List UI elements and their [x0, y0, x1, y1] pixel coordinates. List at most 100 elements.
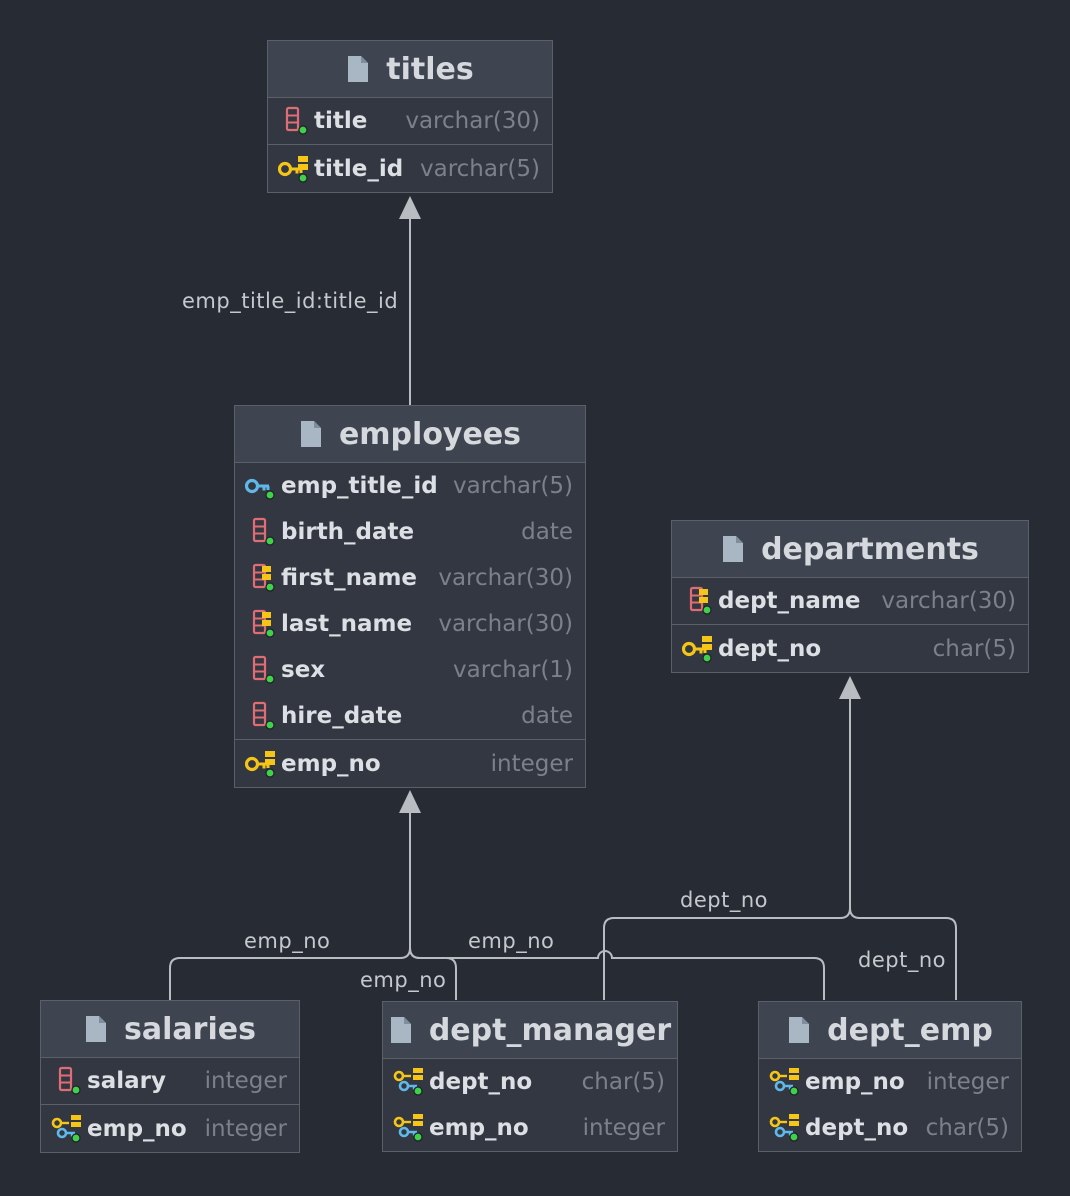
- edge-salaries-employees: [169, 812, 411, 1000]
- table-header[interactable]: departments: [672, 521, 1028, 578]
- column-name: title_id: [314, 155, 404, 182]
- column-icon: [245, 653, 279, 687]
- table-header[interactable]: dept_manager: [383, 1002, 677, 1059]
- column-type: varchar(30): [438, 565, 573, 591]
- column-name: sex: [281, 657, 326, 683]
- primary-foreign-key-icon: [393, 1065, 427, 1099]
- column-name: salary: [87, 1068, 166, 1094]
- primary-foreign-key-icon: [769, 1065, 803, 1099]
- arrowhead-departments: [839, 676, 861, 699]
- column-type: date: [521, 703, 573, 729]
- table-titles[interactable]: titles title varchar(30) title_id varchar(…: [267, 40, 553, 193]
- column-name: last_name: [281, 611, 413, 637]
- edge-label-dept-emp-employees: emp_no: [468, 929, 555, 953]
- arrowhead-titles: [399, 196, 421, 219]
- edge-dept-emp-employees: [409, 947, 825, 1000]
- column-row[interactable]: birth_date date: [235, 509, 585, 555]
- edge-dept-emp-departments: [849, 907, 957, 1000]
- column-type: integer: [582, 1115, 665, 1141]
- arrowhead-employees: [399, 790, 421, 813]
- column-name: dept_no: [805, 1115, 909, 1141]
- column-row[interactable]: salary integer: [41, 1058, 299, 1104]
- column-type: date: [521, 519, 573, 545]
- column-icon: [278, 104, 312, 138]
- table-header[interactable]: employees: [235, 406, 585, 463]
- column-row[interactable]: last_name varchar(30): [235, 601, 585, 647]
- column-row[interactable]: sex varchar(1): [235, 647, 585, 693]
- column-type: integer: [204, 1068, 287, 1094]
- table-header[interactable]: dept_emp: [759, 1002, 1021, 1059]
- column-type: varchar(30): [881, 588, 1016, 614]
- indexed-column-icon: [682, 584, 716, 618]
- table-departments[interactable]: departments dept_name varchar(30) dept_no…: [671, 520, 1029, 673]
- column-type: varchar(5): [419, 155, 540, 182]
- column-row[interactable]: first_name varchar(30): [235, 555, 585, 601]
- primary-foreign-key-icon: [769, 1111, 803, 1145]
- table-file-icon: [346, 55, 370, 83]
- edge-label-salaries-employees: emp_no: [244, 929, 331, 953]
- column-type: integer: [204, 1115, 287, 1142]
- column-row[interactable]: dept_name varchar(30): [672, 578, 1028, 624]
- primary-key-indexed-icon: [278, 152, 312, 186]
- column-row[interactable]: title_id varchar(5): [268, 144, 552, 192]
- table-title: departments: [761, 531, 979, 567]
- table-file-icon: [721, 535, 745, 563]
- table-file-icon: [84, 1015, 108, 1043]
- column-name: emp_no: [281, 750, 381, 777]
- table-title: dept_manager: [428, 1012, 672, 1048]
- indexed-column-icon: [245, 607, 279, 641]
- table-file-icon: [787, 1016, 811, 1044]
- column-row[interactable]: dept_no char(5): [672, 624, 1028, 672]
- primary-foreign-key-icon: [393, 1111, 427, 1145]
- edge-label-dept-manager-employees: emp_no: [360, 968, 447, 992]
- column-type: varchar(1): [452, 657, 573, 683]
- table-file-icon: [389, 1016, 413, 1044]
- table-header[interactable]: salaries: [41, 1001, 299, 1058]
- column-row[interactable]: title varchar(30): [268, 98, 552, 144]
- table-header[interactable]: titles: [268, 41, 552, 98]
- column-row[interactable]: emp_no integer: [235, 739, 585, 787]
- column-type: varchar(5): [452, 473, 573, 499]
- column-icon: [245, 699, 279, 733]
- edge-label-dept-manager-departments: dept_no: [680, 888, 768, 912]
- primary-foreign-key-icon: [51, 1112, 85, 1146]
- edge-label-dept-emp-departments: dept_no: [858, 948, 946, 972]
- edge-dept-manager-departments: [603, 698, 851, 1000]
- table-file-icon: [299, 420, 323, 448]
- primary-key-indexed-icon: [245, 747, 279, 781]
- column-name: emp_title_id: [281, 473, 438, 499]
- foreign-key-icon: [245, 469, 279, 503]
- primary-key-indexed-icon: [682, 632, 716, 666]
- table-title: employees: [338, 416, 522, 452]
- column-type: varchar(30): [438, 611, 573, 637]
- column-icon: [245, 515, 279, 549]
- column-name: first_name: [281, 565, 418, 591]
- column-row[interactable]: hire_date date: [235, 693, 585, 739]
- table-title: salaries: [124, 1011, 256, 1047]
- indexed-column-icon: [245, 561, 279, 595]
- column-type: varchar(30): [405, 108, 540, 134]
- column-icon: [51, 1064, 85, 1098]
- table-title: titles: [386, 51, 474, 87]
- column-type: integer: [490, 750, 573, 777]
- column-name: dept_no: [718, 635, 822, 662]
- edge-label-employees-titles: emp_title_id:title_id: [182, 289, 399, 313]
- table-employees[interactable]: employees emp_title_id varchar(5) birth_d…: [234, 405, 586, 788]
- column-row[interactable]: emp_title_id varchar(5): [235, 463, 585, 509]
- column-type: char(5): [925, 1115, 1009, 1141]
- column-name: title: [314, 108, 368, 134]
- column-name: hire_date: [281, 703, 403, 729]
- column-row[interactable]: dept_no char(5): [759, 1105, 1021, 1151]
- column-name: dept_name: [718, 588, 861, 614]
- column-type: char(5): [932, 635, 1016, 662]
- column-name: birth_date: [281, 519, 415, 545]
- table-title: dept_emp: [827, 1012, 993, 1048]
